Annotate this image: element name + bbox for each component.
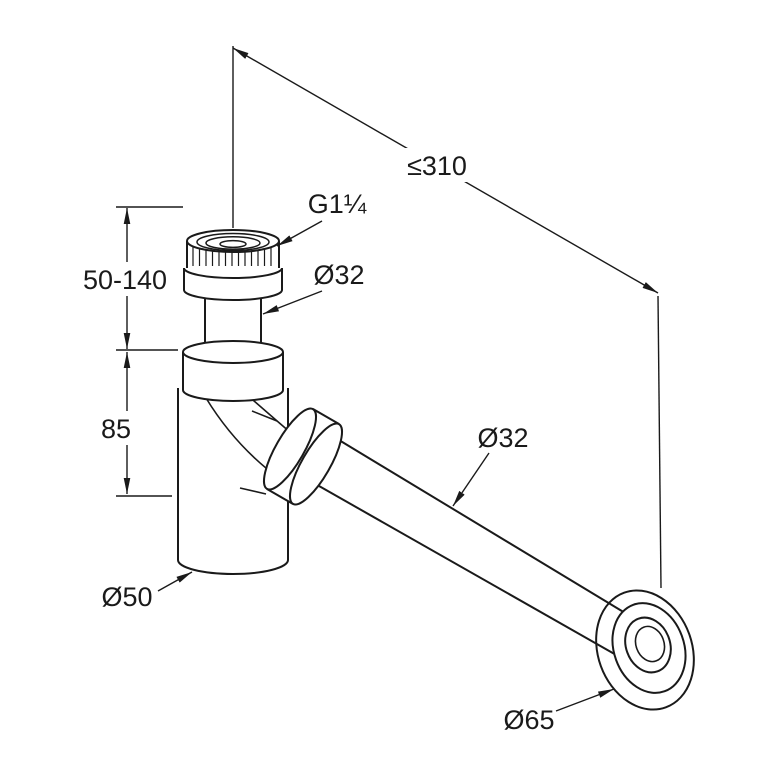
- label-background: [73, 262, 177, 296]
- label-background: [390, 148, 484, 182]
- extension-line-total-right: [657, 295, 662, 589]
- label-body-height: 85: [101, 414, 131, 444]
- trap-collar-nut: [182, 340, 284, 402]
- leader-inlet-diameter: [262, 290, 323, 315]
- label-outlet-diameter: Ø32: [477, 423, 528, 453]
- label-rosette-diameter: Ø65: [503, 705, 554, 735]
- label-total-length: ≤310: [407, 151, 467, 181]
- label-thread-size: G1¼: [308, 189, 367, 219]
- wall-rosette: [595, 589, 695, 711]
- outlet-collar-nut: [263, 407, 343, 506]
- leader-thread-size: [276, 220, 323, 247]
- leader-body-diameter: [157, 571, 193, 592]
- rosette-cap-dome: [634, 625, 666, 663]
- label-height-range: 50-140: [83, 265, 167, 295]
- label-inlet-diameter: Ø32: [313, 260, 364, 290]
- leader-outlet-diameter: [452, 452, 490, 507]
- label-body-diameter: Ø50: [101, 582, 152, 612]
- inlet-nut: [183, 229, 283, 301]
- siphon-part: [177, 229, 695, 711]
- dimension-labels: ≤310 G1¼ Ø32 50-140 85 Ø32 Ø50 Ø65: [73, 148, 555, 735]
- outlet-pipe: [311, 436, 641, 659]
- leader-rosette-diameter: [555, 688, 615, 712]
- trap-body: [177, 388, 289, 575]
- rosette-outer-ring: [595, 589, 695, 711]
- label-background: [94, 411, 138, 445]
